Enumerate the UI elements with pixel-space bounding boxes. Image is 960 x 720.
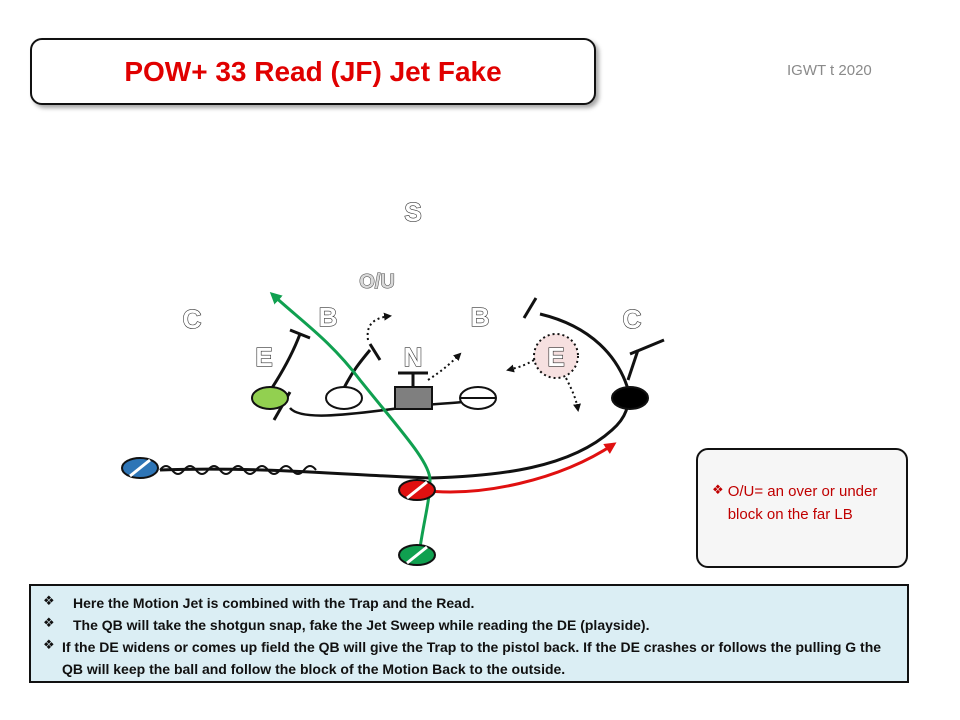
explanation-text: If the DE widens or comes up field the Q… bbox=[61, 639, 882, 677]
bullet-icon: ❖ bbox=[43, 637, 55, 652]
trap-route-green bbox=[269, 291, 432, 549]
motion-back-slash bbox=[129, 458, 151, 478]
qb-keep-route-red bbox=[419, 442, 617, 494]
end-right-block-cap bbox=[522, 297, 538, 319]
nose-label: N bbox=[404, 342, 423, 372]
title-box: POW+ 33 Read (JF) Jet Fake bbox=[30, 38, 596, 105]
motion-route-line bbox=[159, 397, 630, 480]
corner-right-label: C bbox=[623, 304, 642, 334]
end-right-reaction-arrow-down bbox=[565, 377, 581, 412]
backer-right-label: B bbox=[471, 302, 490, 332]
guard-left-marker bbox=[325, 386, 363, 410]
end-right-outside-block-cap bbox=[629, 338, 665, 356]
bullet-icon: ❖ bbox=[43, 593, 55, 608]
explanation-item: ❖ The QB will take the shotgun snap, fak… bbox=[43, 614, 899, 636]
play-title: POW+ 33 Read (JF) Jet Fake bbox=[124, 55, 502, 87]
end-right-reaction-arrow-left bbox=[506, 359, 535, 373]
explanation-text: The QB will take the shotgun snap, fake … bbox=[73, 617, 650, 633]
tackle-left-block-cap bbox=[289, 328, 311, 340]
tight-end-marker bbox=[251, 386, 289, 410]
center-marker bbox=[394, 386, 433, 410]
note-row: ❖ O/U= an over or under block on the far… bbox=[712, 480, 896, 526]
credit-label: IGWT t 2020 bbox=[787, 62, 872, 79]
guard-left-block-line bbox=[342, 349, 372, 389]
explanation-text: Here the Motion Jet is combined with the… bbox=[73, 595, 475, 611]
tackle-left-block-line bbox=[266, 333, 302, 395]
end-right-block-line bbox=[539, 312, 632, 397]
end-right-label: E bbox=[547, 342, 564, 372]
ou-reaction-arrow bbox=[366, 312, 392, 341]
ou-label: O/U bbox=[359, 271, 395, 293]
corner-left-label: C bbox=[183, 304, 202, 334]
safety-label: S bbox=[404, 197, 421, 227]
note-box: ❖ O/U= an over or under block on the far… bbox=[696, 448, 908, 568]
pistol-back-slash bbox=[406, 545, 428, 565]
motion-wavy-line bbox=[159, 465, 317, 475]
bullet-icon: ❖ bbox=[43, 615, 55, 630]
explanation-item: ❖ Here the Motion Jet is combined with t… bbox=[43, 592, 899, 614]
end-left-label: E bbox=[255, 342, 272, 372]
backer-left-label: B bbox=[319, 302, 338, 332]
note-text: O/U= an over or under block on the far L… bbox=[727, 483, 878, 523]
end-right-outside-block-line bbox=[626, 349, 640, 381]
nose-reaction-arrow bbox=[427, 352, 462, 381]
quarterback-slash bbox=[406, 480, 428, 500]
defensive-end-right-marker bbox=[533, 333, 579, 379]
explanation-box: ❖ Here the Motion Jet is combined with t… bbox=[29, 584, 909, 683]
guard-left-block-cap bbox=[368, 343, 382, 361]
tackle-right-marker bbox=[611, 386, 649, 410]
note-bullet-icon: ❖ bbox=[712, 482, 724, 497]
explanation-item: ❖ If the DE widens or comes up field the… bbox=[43, 636, 899, 680]
